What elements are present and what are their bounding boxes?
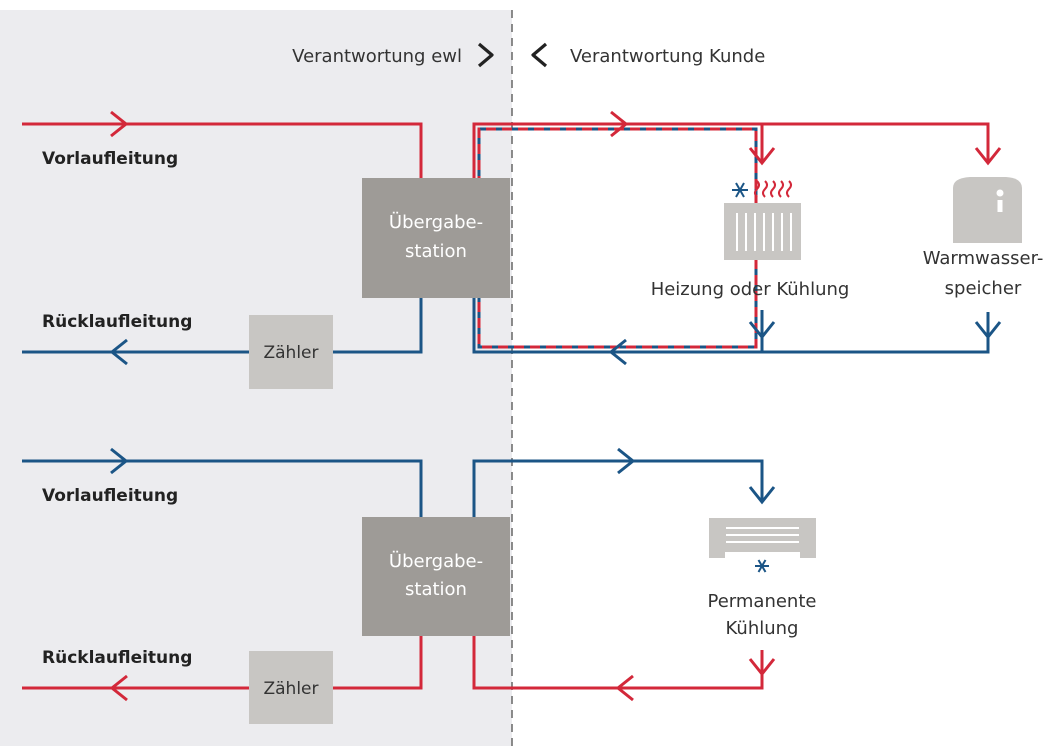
top-return-arrow-right (608, 338, 627, 366)
water-tank-icon (953, 177, 1022, 243)
bottom-return-arrow-right (615, 674, 634, 702)
permanent-cooling-label-line2: Kühlung (726, 618, 799, 639)
top-station-label-line2: station (405, 241, 467, 262)
heating-cooling-label: Heizung oder Kühlung (651, 279, 850, 300)
snowflake-icon (755, 559, 769, 573)
top-station-label-line1: Übergabe- (389, 211, 483, 233)
top-primary-return-line (22, 298, 423, 354)
cooling-unit-icon (709, 518, 816, 558)
top-down-arrow-heating (748, 147, 776, 166)
tank-label-line2: speicher (945, 278, 1022, 299)
permanent-cooling-label-line1: Permanente (708, 591, 817, 612)
top-cooling-loop-blue (477, 127, 758, 349)
bottom-secondary-supply-line (472, 459, 764, 517)
bottom-supply-arrow-right (617, 447, 636, 475)
top-down-arrow-heating-return (748, 321, 776, 340)
top-transfer-station: Übergabe- station (362, 178, 510, 298)
top-return-label: Rücklaufleitung (42, 312, 192, 332)
top-supply-arrow-right (610, 110, 629, 138)
top-secondary-return-line (472, 298, 990, 354)
top-supply-label: Vorlaufleitung (42, 149, 178, 169)
tank-label-line1: Warmwasser- (923, 248, 1044, 269)
ewl-responsibility-label: Verantwortung ewl (292, 46, 462, 67)
top-primary-supply-line (22, 122, 423, 178)
radiator-icon (724, 203, 801, 260)
bottom-supply-arrow-left (110, 447, 129, 475)
chevron-left-icon (531, 42, 548, 68)
bottom-station-label-line2: station (405, 579, 467, 600)
top-cooling-loop-red (477, 127, 758, 349)
bottom-return-arrow-left (109, 674, 128, 702)
chevron-right-icon (477, 42, 494, 68)
bottom-primary-supply-line (22, 459, 423, 517)
bottom-supply-label: Vorlaufleitung (42, 486, 178, 506)
top-secondary-supply-line (472, 122, 990, 178)
top-meter-label: Zähler (263, 343, 318, 363)
bottom-station-label-line1: Übergabe- (389, 550, 483, 572)
top-down-arrow-tank-return (974, 321, 1002, 340)
bottom-down-arrow-cooling-return (748, 658, 776, 677)
bottom-meter: Zähler (249, 651, 333, 724)
top-down-arrow-tank (974, 147, 1002, 166)
bottom-primary-return-line (22, 636, 423, 690)
bottom-meter-label: Zähler (263, 679, 318, 699)
bottom-return-label: Rücklaufleitung (42, 648, 192, 668)
bottom-transfer-station: Übergabe- station (362, 517, 510, 636)
top-supply-arrow-left (110, 110, 129, 138)
customer-responsibility-label: Verantwortung Kunde (570, 46, 765, 67)
snowflake-icon (732, 182, 748, 198)
top-return-arrow-left (109, 338, 128, 366)
top-meter: Zähler (249, 315, 333, 389)
heat-waves-icon (754, 180, 792, 198)
bottom-down-arrow-cooling (748, 486, 776, 505)
bottom-secondary-return-line (472, 636, 764, 690)
